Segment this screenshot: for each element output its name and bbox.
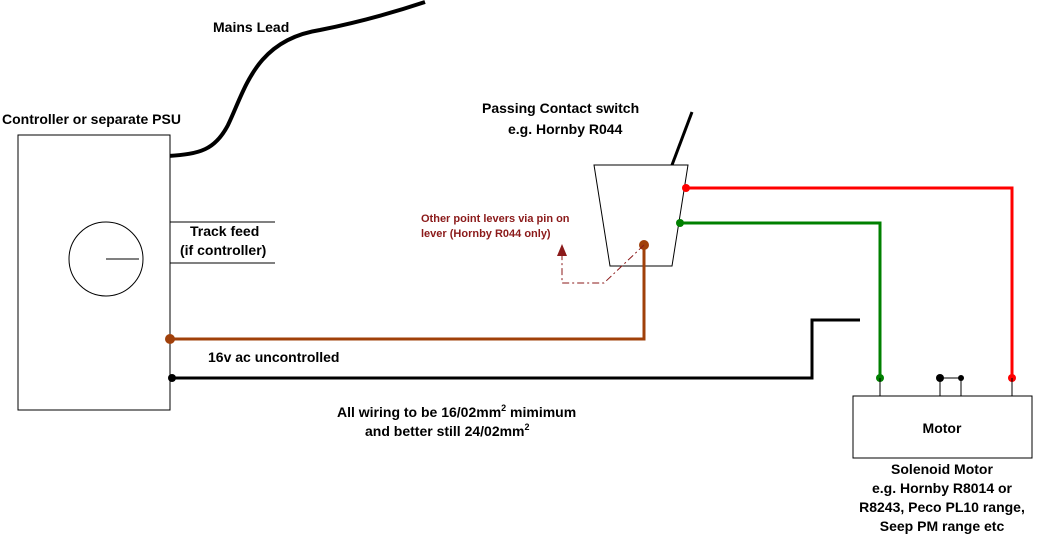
motor-box bbox=[852, 395, 1033, 459]
wiring-note-1sup: 2 bbox=[501, 403, 506, 413]
other-levers-dashed-arrow bbox=[561, 244, 645, 284]
track-feed-label: Track feed bbox=[190, 223, 259, 239]
solenoid-label-4: Seep PM range etc bbox=[880, 518, 1005, 534]
arrow-head bbox=[557, 244, 567, 256]
solenoid-label-1: Solenoid Motor bbox=[891, 461, 993, 477]
wiring-note-line-1: All wiring to be 16/02mm2 mimimum bbox=[337, 403, 576, 420]
wiring-note-line-2: and better still 24/02mm2 bbox=[365, 422, 530, 439]
passing-contact-switch-body bbox=[593, 164, 689, 267]
switch-example-label: e.g. Hornby R044 bbox=[508, 121, 623, 137]
switch-lever bbox=[670, 111, 694, 166]
other-levers-note-2: lever (Hornby R044 only) bbox=[421, 228, 551, 240]
red-wire bbox=[686, 186, 1014, 378]
track-feed-sub-label: (if controller) bbox=[180, 242, 266, 258]
red-wire-terminal-switch bbox=[682, 184, 690, 192]
black-wire-terminal-controller bbox=[168, 374, 176, 382]
switch-label: Passing Contact switch bbox=[482, 100, 639, 116]
wiring-note-2a: and better still 24/02mm bbox=[365, 423, 525, 439]
wiring-note-2sup: 2 bbox=[525, 422, 530, 432]
other-levers-note-1: Other point levers via pin on bbox=[421, 213, 570, 225]
green-wire-terminal-switch bbox=[676, 219, 684, 227]
green-wire bbox=[680, 221, 882, 378]
brown-wire bbox=[170, 245, 646, 341]
mains-lead-cable bbox=[167, 0, 426, 158]
mains-lead-label: Mains Lead bbox=[213, 19, 289, 35]
black-wire bbox=[170, 318, 860, 380]
motor-label: Motor bbox=[923, 420, 962, 436]
solenoid-label-3: R8243, Peco PL10 range, bbox=[859, 499, 1025, 515]
uncontrolled-label: 16v ac uncontrolled bbox=[208, 349, 339, 365]
solenoid-label-2: e.g. Hornby R8014 or bbox=[872, 480, 1013, 496]
wiring-note-1a: All wiring to be 16/02mm bbox=[337, 404, 501, 420]
wiring-note-1b: mimimum bbox=[506, 404, 576, 420]
brown-wire-terminal-controller bbox=[165, 334, 175, 344]
controller-label: Controller or separate PSU bbox=[2, 111, 181, 127]
